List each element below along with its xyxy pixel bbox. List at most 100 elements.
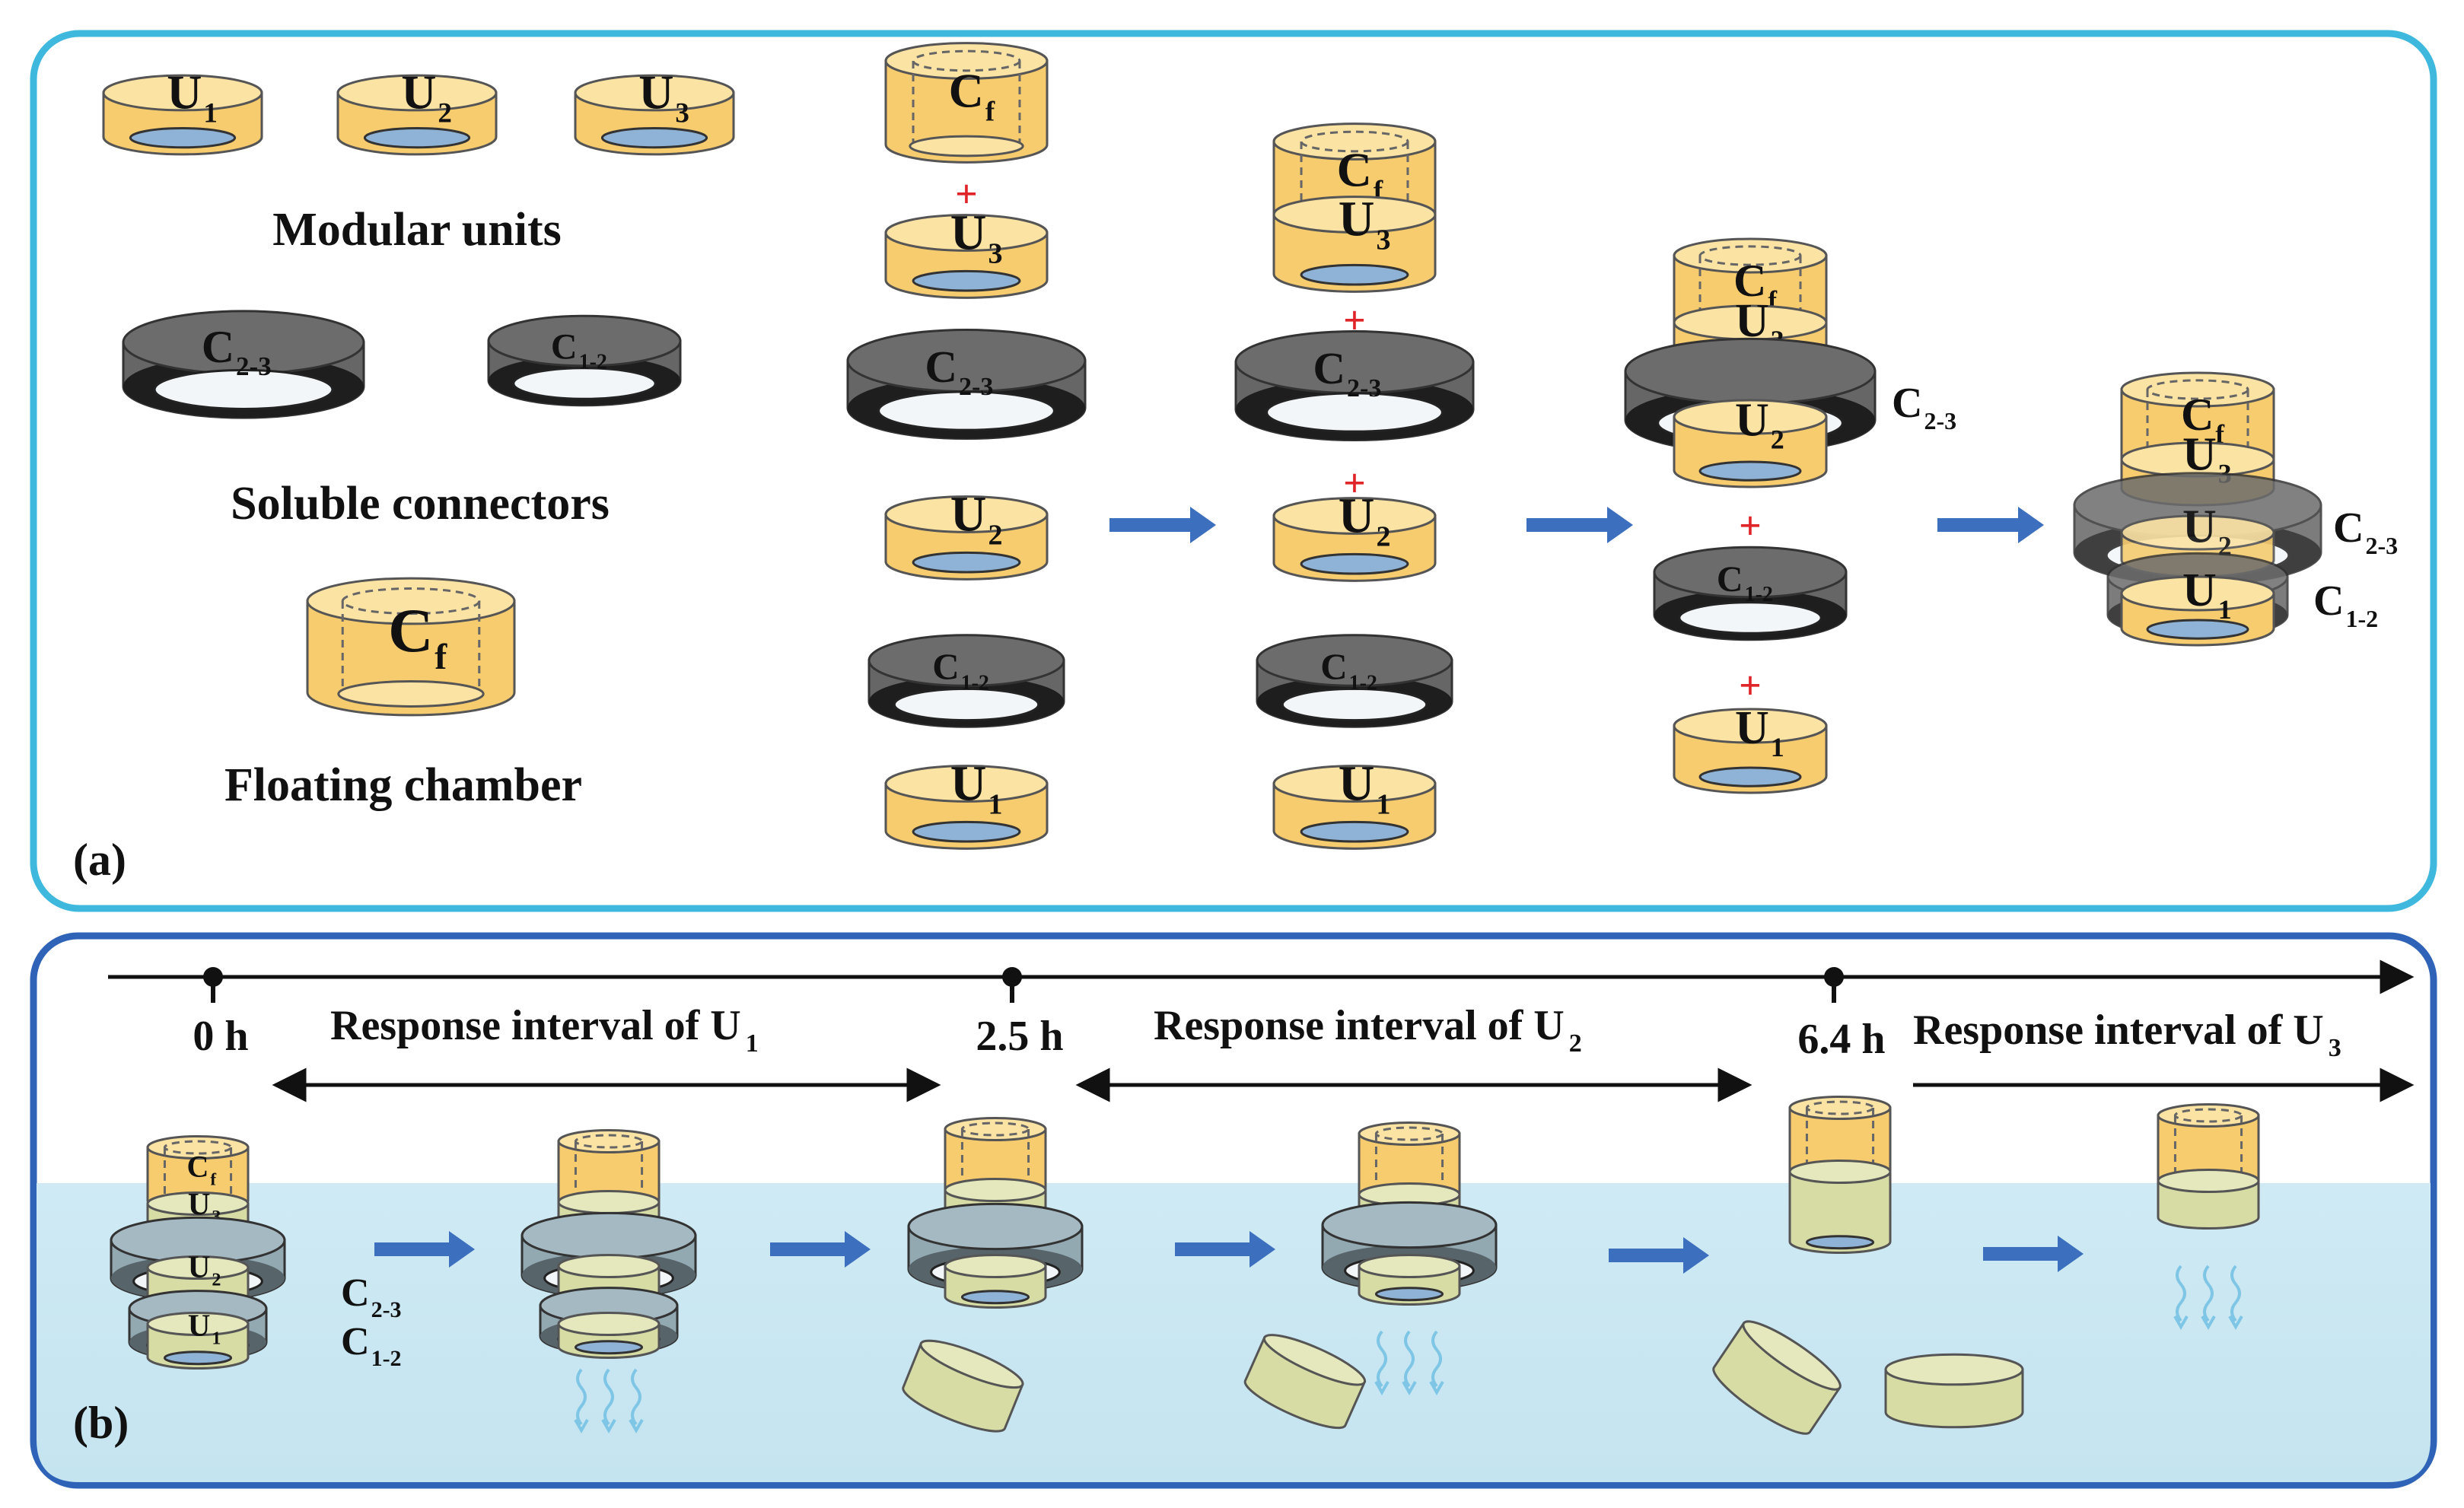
legend-unit-u1-label: U1	[167, 65, 218, 129]
legend-unit-u3: U3	[574, 65, 735, 156]
b1-unit-u1-label: U1	[188, 1307, 221, 1348]
col4-chamber-label: Cf	[2181, 390, 2224, 449]
b5-unit-u3	[1788, 1159, 1892, 1255]
col3-connector-c12: C1-2	[1653, 546, 1848, 641]
b1-unit-u1-disc	[163, 1351, 233, 1366]
col3-unit-u2-disc	[1698, 460, 1802, 482]
b2-unit-u1-disc	[574, 1340, 644, 1355]
b2-unit-u1	[557, 1311, 661, 1360]
col2-connector-c12: C1-2	[1256, 634, 1453, 728]
col1-connector-c12-label: C1-2	[932, 645, 989, 695]
b3-unit-u2	[944, 1253, 1047, 1309]
b1-c23-label: C2-3	[341, 1271, 402, 1322]
col3-unit-u2: U2	[1673, 395, 1828, 488]
col1-unit-u2: U2	[884, 487, 1049, 581]
b4-release-waves	[1374, 1330, 1444, 1396]
col1-chamber: Cf	[884, 42, 1049, 164]
b1-unit-u2-label: U2	[188, 1249, 221, 1290]
b1-c12-label: C1-2	[341, 1320, 402, 1371]
legend-unit-u3-disc	[600, 127, 708, 149]
col1-unit-u1-label: U1	[950, 756, 1003, 821]
col4-c12-label: C1-2	[2313, 577, 2378, 632]
caption-soluble-connectors: Soluble connectors	[231, 478, 610, 530]
b4-unit-u2-disc	[1374, 1287, 1444, 1302]
col4-unit-u1-disc	[2146, 619, 2249, 640]
legend-unit-u2: U2	[336, 65, 498, 156]
legend-floating-chamber: Cf	[306, 577, 516, 717]
col2-unit-u1-label: U1	[1339, 756, 1391, 821]
col1-unit-u2-label: U2	[950, 487, 1003, 552]
b6-unit-u3	[2157, 1168, 2260, 1230]
col3-plus-2: +	[1739, 664, 1762, 708]
col4-c23-label: C2-3	[2333, 504, 2398, 559]
time-label-6-4h: 6.4 h	[1797, 1016, 1885, 1063]
col1-unit-u1: U1	[884, 756, 1049, 850]
col1-unit-u3-label: U3	[950, 205, 1003, 270]
legend-connector-c12: C1-2	[487, 314, 682, 407]
col1-connector-c23: C2-3	[846, 328, 1087, 441]
col1-chamber-label: Cf	[949, 64, 995, 128]
b1-unit-u1: U1	[146, 1307, 250, 1370]
b5-detached-c12	[1712, 1320, 1842, 1435]
legend-floating-chamber-label: Cf	[388, 596, 447, 677]
b-arrow-1	[374, 1231, 475, 1268]
col1-connector-c12: C1-2	[867, 634, 1065, 728]
arrow-step-3	[1937, 507, 2044, 543]
b1-chamber-label: Cf	[186, 1150, 216, 1189]
col2-unit-u3-label: U3	[1339, 191, 1391, 256]
b6-release-waves	[2173, 1265, 2243, 1331]
col2-connector-c12-label: C1-2	[1320, 645, 1377, 695]
legend-connector-c12-label: C1-2	[551, 326, 607, 374]
col2-unit-u3: U3	[1272, 191, 1437, 293]
b3-unit-u2-disc	[960, 1290, 1030, 1305]
time-label-2-5h: 2.5 h	[976, 1013, 1063, 1060]
col2-unit-u1: U1	[1272, 756, 1437, 850]
b-arrow-2	[770, 1231, 871, 1268]
timeline-tick-6-4h	[1824, 967, 1844, 1003]
b4-unit-u2	[1358, 1253, 1461, 1306]
col2-connector-c23-label: C2-3	[1313, 343, 1381, 402]
panel-a-label: (a)	[73, 835, 126, 885]
legend-unit-u1-disc	[129, 127, 237, 149]
b4-detached-unit-u1	[1243, 1334, 1367, 1430]
col2-chamber-label: Cf	[1337, 142, 1383, 206]
legend-connector-c23: C2-3	[122, 310, 365, 419]
water-region	[37, 1183, 2431, 1482]
col4-unit-u1: U1	[2120, 565, 2275, 647]
col2-unit-u2: U2	[1272, 488, 1437, 582]
col3-c23-label: C2-3	[1892, 380, 1956, 434]
legend-unit-u1: U1	[102, 65, 263, 156]
col4-unit-u1-label: U1	[2182, 565, 2232, 625]
col2-unit-u2-label: U2	[1339, 488, 1391, 553]
col2-unit-u3-disc	[1300, 263, 1409, 286]
col1-connector-c23-label: C2-3	[925, 342, 993, 401]
b-arrow-3	[1175, 1231, 1275, 1268]
col4-unit-u2-label: U2	[2182, 501, 2232, 562]
legend-connector-c23-label: C2-3	[202, 322, 272, 381]
b3-detached-unit-u1	[902, 1339, 1024, 1433]
col3-unit-u1-label: U1	[1735, 702, 1784, 762]
time-label-0h: 0 h	[193, 1013, 248, 1060]
arrow-step-1	[1109, 507, 1216, 543]
col2-unit-u1-disc	[1300, 820, 1409, 843]
b5-detached-body	[1712, 1320, 1842, 1435]
timeline-tick-2-5h	[1002, 967, 1022, 1003]
col3-unit-u1-disc	[1698, 766, 1802, 787]
b4-detached-body	[1243, 1334, 1367, 1430]
legend-unit-u3-label: U3	[638, 65, 689, 129]
col3-unit-u2-label: U2	[1735, 395, 1784, 455]
col1-plus-1: +	[955, 173, 978, 216]
caption-modular-units: Modular units	[272, 204, 562, 256]
col1-unit-u3: U3	[884, 205, 1049, 299]
b-arrow-4	[1609, 1237, 1709, 1274]
col2-connector-c23: C2-3	[1234, 329, 1475, 442]
col1-unit-u3-disc	[912, 269, 1021, 292]
b2-release-waves	[574, 1368, 644, 1434]
col3-chamber-label: Cf	[1733, 256, 1777, 315]
b5-detached-c23	[1884, 1353, 2024, 1429]
